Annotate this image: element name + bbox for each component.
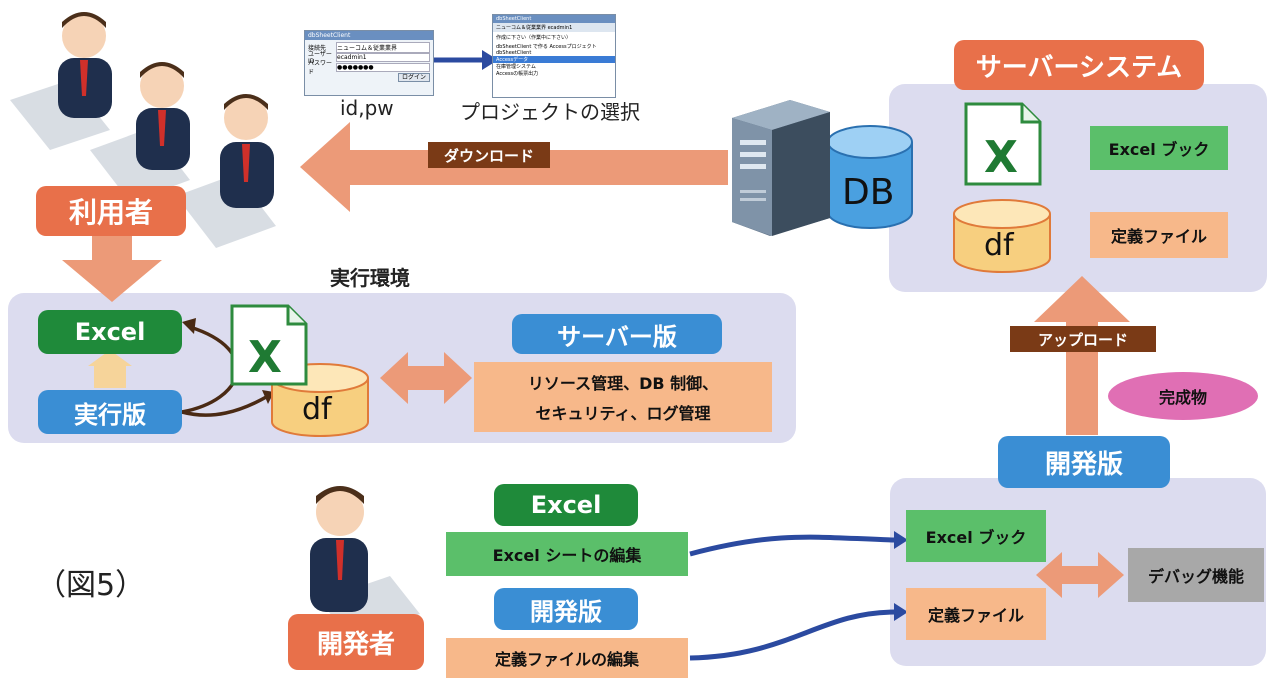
users-label: 利用者 xyxy=(36,186,186,236)
login-label: 接続先 xyxy=(308,44,327,52)
server-features-line: リソース管理、DB 制御、 xyxy=(527,374,719,393)
server-tower-icon xyxy=(732,100,830,236)
debug-function: デバッグ機能 xyxy=(1128,548,1264,602)
project-window: dbSheetClient ニューコム＆従業業界 ecadmin1 作成に下さい… xyxy=(492,14,616,98)
user-id-field[interactable]: ecadmin1 xyxy=(336,52,430,62)
server-edition: サーバー版 xyxy=(512,314,722,354)
dev-edition-label: 開発版 xyxy=(998,436,1170,488)
runtime-up-arrow xyxy=(88,350,132,388)
server-df-cylinder xyxy=(953,199,1051,273)
project-list-item[interactable]: dbSheetClient で作る Accessプロジェクト xyxy=(496,44,597,50)
developer-dev-edition: 開発版 xyxy=(494,588,638,630)
login-caption: id,pw xyxy=(340,96,394,120)
server-features-box: リソース管理、DB 制御、 セキュリティ、ログ管理 xyxy=(474,362,772,432)
login-field[interactable]: ニューコム＆従業業界 xyxy=(336,41,430,53)
excel-edit-task: Excel シートの編集 xyxy=(446,532,688,576)
upload-label: アップロード xyxy=(1010,326,1156,352)
download-label: ダウンロード xyxy=(428,142,550,168)
user-person-icon xyxy=(90,62,190,202)
developer-person-icon xyxy=(310,486,420,640)
server-excel-book: Excel ブック xyxy=(1090,126,1228,170)
runtime-title: 実行環境 xyxy=(330,266,410,290)
runtime-df-label: df xyxy=(302,392,332,427)
runtime-edition: 実行版 xyxy=(38,390,182,434)
project-caption: プロジェクトの選択 xyxy=(460,100,640,124)
project-list-item[interactable]: Accessの帳票出力 xyxy=(496,71,539,77)
login-window: dbSheetClient 接続先 ニューコム＆従業業界 ユーザーID ecad… xyxy=(304,30,434,96)
project-window-title: dbSheetClient xyxy=(493,15,615,23)
server-df-label: df xyxy=(984,228,1014,263)
excel-file-icon: X xyxy=(964,102,1042,186)
debug-double-arrow xyxy=(1036,552,1124,598)
login-button[interactable]: ログイン xyxy=(397,73,430,82)
developer-label: 開発者 xyxy=(288,614,424,670)
developer-excel: Excel xyxy=(494,484,638,526)
curve-to-df xyxy=(181,394,269,417)
curve-excel-edit xyxy=(689,534,896,557)
server-system-title: サーバーシステム xyxy=(954,40,1204,90)
svg-text:X: X xyxy=(248,332,282,383)
project-window-prompt: 作成に下さい（作業中に下さい） xyxy=(496,35,572,41)
upload-arrow xyxy=(1034,276,1130,435)
user-person-icon xyxy=(176,94,276,248)
server-features-line: セキュリティ、ログ管理 xyxy=(535,404,711,423)
deliverable-badge: 完成物 xyxy=(1108,372,1258,420)
runtime-excel: Excel xyxy=(38,310,182,354)
figure-label: （図5） xyxy=(36,568,146,603)
db-label: DB xyxy=(842,172,895,213)
login-label: ユーザーID xyxy=(308,51,332,65)
curve-to-excel xyxy=(181,325,239,414)
dev-definition-file: 定義ファイル xyxy=(906,588,1046,640)
login-label: パスワード xyxy=(308,60,333,76)
excel-file-icon-runtime: X xyxy=(230,304,308,386)
server-definition-file: 定義ファイル xyxy=(1090,212,1228,258)
password-field[interactable]: ●●●●●●● xyxy=(336,62,430,72)
svg-text:X: X xyxy=(984,132,1018,183)
project-list-item[interactable]: Accessデータ xyxy=(493,56,615,63)
dev-excel-book: Excel ブック xyxy=(906,510,1046,562)
login-window-title: dbSheetClient xyxy=(305,31,433,40)
project-window-header: ニューコム＆従業業界 ecadmin1 xyxy=(493,23,615,32)
user-person-icon xyxy=(10,12,112,150)
project-list-item[interactable]: 在庫管理システム xyxy=(496,64,536,70)
curve-def-edit xyxy=(689,609,896,661)
project-list-item[interactable]: dbSheetClient xyxy=(496,50,532,56)
users-down-arrow xyxy=(62,232,162,302)
runtime-double-arrow xyxy=(380,352,472,404)
definition-edit-task: 定義ファイルの編集 xyxy=(446,638,688,678)
